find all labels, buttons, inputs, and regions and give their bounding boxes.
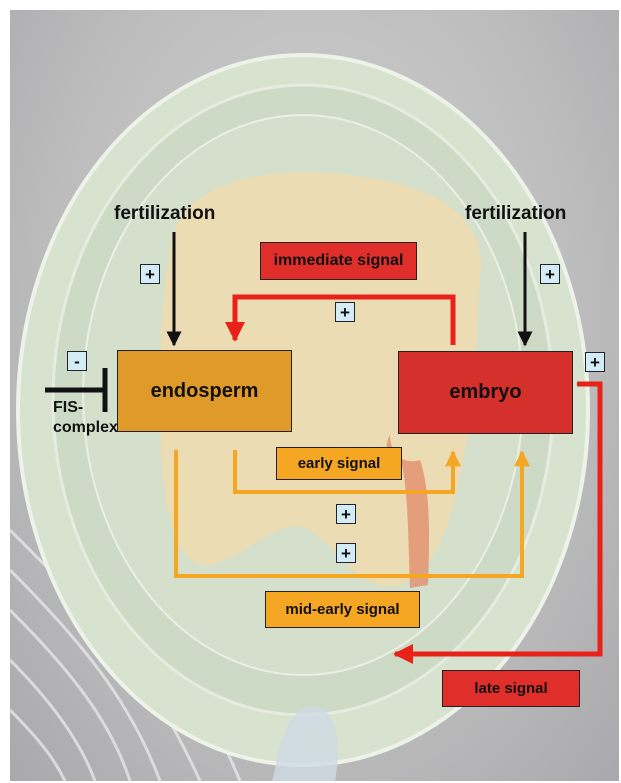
- fertilization-label-left: fertilization: [114, 203, 215, 225]
- plus-sign-mid-early: +: [336, 543, 356, 563]
- fis-complex-label: FIS- complex: [53, 398, 118, 438]
- plus-sign-embryo-right: +: [585, 352, 605, 372]
- endosperm-box: endosperm: [117, 350, 292, 432]
- plus-sign-early: +: [336, 504, 356, 524]
- mid-early-signal-box: mid-early signal: [265, 591, 420, 628]
- late-signal-box: late signal: [442, 670, 580, 707]
- fertilization-label-right: fertilization: [465, 203, 566, 225]
- plus-sign-immediate: +: [335, 302, 355, 322]
- diagram-canvas: fertilization fertilization FIS- complex…: [10, 10, 619, 781]
- minus-sign-fis: -: [67, 351, 87, 371]
- plus-sign-fertilization-right: +: [540, 264, 560, 284]
- embryo-box: embryo: [398, 351, 573, 434]
- early-signal-box: early signal: [276, 447, 402, 480]
- immediate-signal-box: immediate signal: [260, 242, 417, 280]
- plus-sign-fertilization-left: +: [140, 264, 160, 284]
